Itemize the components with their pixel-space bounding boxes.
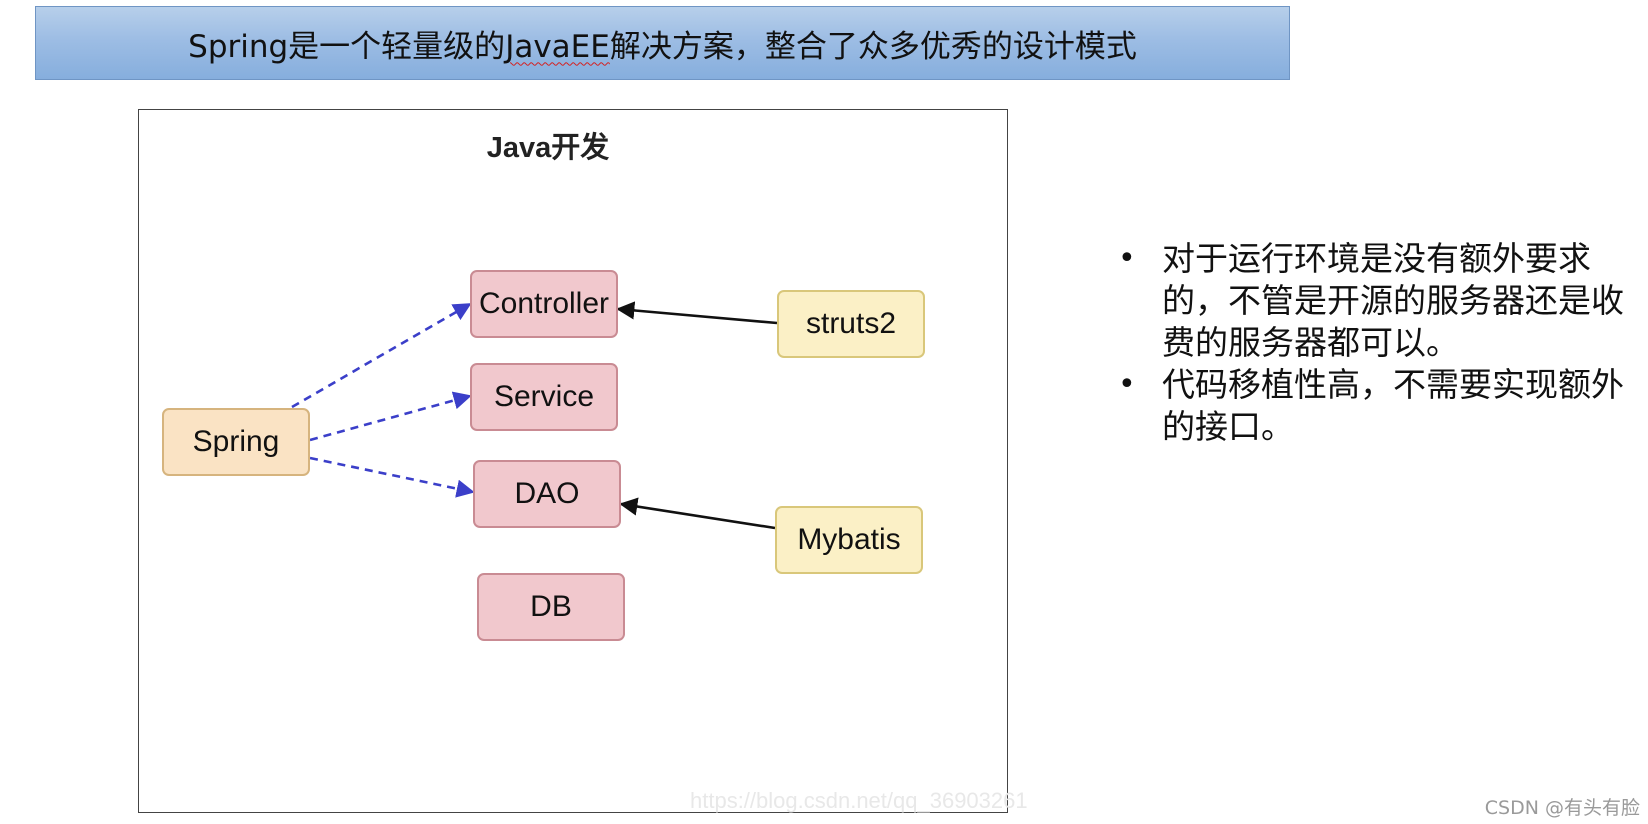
title-suffix: 解决方案，整合了众多优秀的设计模式	[609, 28, 1137, 65]
bullet-text: 代码移植性高，不需要实现额外的接口。	[1162, 365, 1624, 446]
node-controller: Controller	[470, 270, 618, 338]
title-prefix: Spring是一个轻量级的	[188, 28, 506, 65]
node-spring: Spring	[162, 408, 310, 476]
csdn-credit: CSDN @有头有脸	[1484, 797, 1640, 819]
bullet-item: • 代码移植性高，不需要实现额外的接口。	[1110, 364, 1640, 448]
arrow-spring-to-dao	[309, 456, 475, 498]
diagram-title: Java开发	[486, 132, 610, 164]
bullet-list: • 对于运行环境是没有额外要求的，不管是开源的服务器还是收费的服务器都可以。 • 代…	[1110, 238, 1640, 448]
title-squiggle-word: JavaEE	[505, 28, 610, 65]
slide-title: Spring是一个轻量级的JavaEE解决方案，整合了众多优秀的设计模式	[188, 21, 1137, 66]
diagram-frame: Java开发	[138, 109, 1008, 813]
title-banner: Spring是一个轻量级的JavaEE解决方案，整合了众多优秀的设计模式	[35, 6, 1290, 80]
arrow-mybatis-to-dao	[619, 497, 776, 530]
node-service: Service	[470, 363, 618, 431]
bullet-text: 对于运行环境是没有额外要求的，不管是开源的服务器还是收费的服务器都可以。	[1162, 239, 1624, 362]
watermark-url: https://blog.csdn.net/qq_36903261	[690, 788, 1028, 813]
arrow-struts2-to-controller	[616, 301, 778, 325]
node-mybatis: Mybatis	[775, 506, 923, 574]
node-struts2: struts2	[777, 290, 925, 358]
node-db: DB	[477, 573, 625, 641]
arrow-spring-to-service	[309, 391, 472, 442]
bullet-symbol: •	[1118, 241, 1136, 276]
bullet-item: • 对于运行环境是没有额外要求的，不管是开源的服务器还是收费的服务器都可以。	[1110, 238, 1640, 364]
arrow-spring-to-controller	[291, 302, 472, 409]
node-dao: DAO	[473, 460, 621, 528]
bullet-symbol: •	[1118, 367, 1136, 402]
